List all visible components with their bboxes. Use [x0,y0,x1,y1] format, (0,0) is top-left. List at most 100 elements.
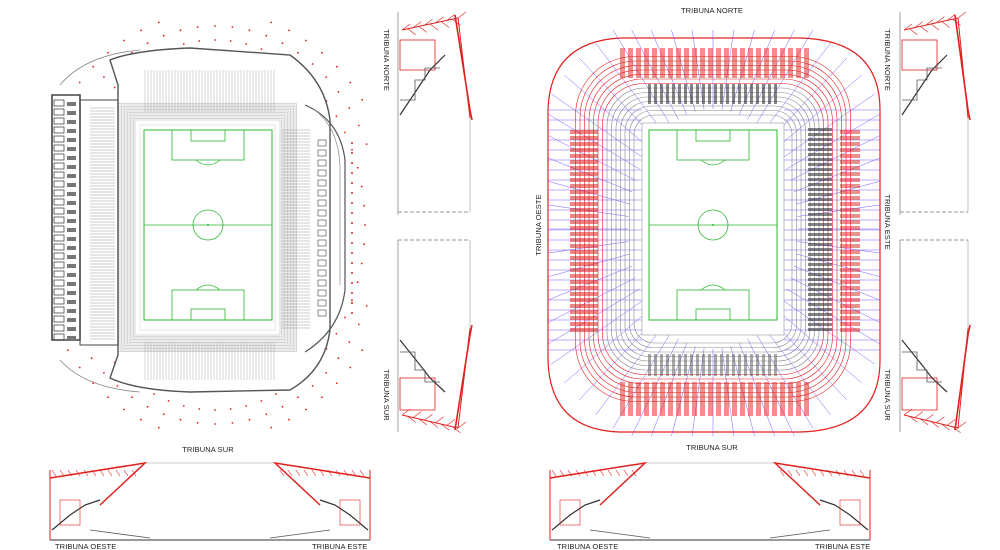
south-dark-seat-block [714,354,717,376]
roof-truss-member [303,469,309,477]
truss-member [413,411,422,418]
north-dark-seat-block [708,84,711,104]
roof-truss-member [843,469,849,477]
west-red-seat-row [570,220,598,224]
north-red-seat-block [772,48,777,78]
right-plan-label-west: TRIBUNA OESTE [534,194,543,255]
seating-row [131,116,284,339]
east-room [317,299,327,307]
room-fill [67,291,76,295]
perimeter-dot [335,65,338,68]
room-fill [67,156,76,160]
perimeter-dot [364,224,366,226]
south-red-seat-block [732,382,737,416]
east-red-seat-row [840,142,860,146]
roof-truss-member [795,469,801,477]
east-room [317,209,327,217]
perimeter-dot [157,426,160,429]
seating-row [128,113,287,342]
room-fill [67,210,76,214]
perimeter-dot [297,396,299,399]
room-fill [67,273,76,277]
south-dark-seat-block [702,354,705,376]
north-dark-seat-block [762,84,765,104]
north-red-seat-block [756,48,761,78]
north-red-seat-block [652,48,657,78]
radial-gridline [786,288,881,345]
north-dark-seat-block [714,84,717,104]
perimeter-dot [153,393,155,395]
west-red-seat-row [570,214,598,218]
right-elevation: TRIBUNA OESTE TRIBUNA ESTE [549,461,871,550]
roof-truss-member [859,469,865,477]
west-red-seat-row [570,190,598,194]
east-room [317,219,327,227]
west-red-seat-row [570,226,598,230]
roof-truss-member [91,469,97,477]
east-red-seat-row [840,154,860,158]
perimeter-dot [363,243,366,246]
east-red-seat-row [840,208,860,212]
east-red-seat-row [840,268,860,272]
south-dark-seat-block [762,354,765,376]
room-block [53,324,65,332]
truss-member [952,426,961,433]
east-room [317,179,327,187]
room-fill [67,327,76,331]
east-dark-seat-row [808,268,832,271]
east-room [317,199,327,207]
east-red-seat-row [840,226,860,230]
perimeter-dot [78,366,81,369]
perimeter-dot [297,51,299,54]
room-block [53,144,65,152]
radial-gridline [786,113,881,170]
east-dark-seat-row [808,128,832,131]
perimeter-dot [167,400,170,402]
roof-truss-member [51,469,57,477]
east-dark-seat-row [808,153,832,156]
south-red-seat-block [780,382,785,416]
roof-truss-member [287,469,293,477]
south-red-seat-block [660,382,665,416]
east-marker [351,282,353,284]
room-block [53,297,65,305]
perimeter-dot [196,26,199,28]
south-red-seat-block [796,382,801,416]
perimeter-dot [198,408,201,410]
east-dark-seat-row [808,308,832,311]
south-red-seat-block [740,382,745,416]
room-block [53,225,65,233]
perimeter-dot [107,51,109,54]
east-dark-seat-row [808,183,832,186]
east-red-seat-row [840,136,860,140]
room-block [53,153,65,161]
truss-member [920,418,929,426]
south-dark-seat-block [678,354,681,376]
perimeter-dot [107,396,109,399]
west-red-seat-row [570,202,598,206]
room-fill [67,264,76,268]
east-dark-seat-row [808,318,832,321]
truss-member [925,18,934,26]
south-dark-seat-block [750,354,753,376]
north-dark-seat-block [750,84,753,104]
room-block [53,99,65,107]
south-dark-seat-block [768,354,771,376]
truss-member [429,421,439,428]
east-dark-seat-row [808,298,832,301]
truss-member [429,23,439,31]
roof-truss-member [123,469,129,477]
east-marker [351,222,353,224]
perimeter-dot [231,26,234,28]
seating-row [134,119,281,336]
west-red-seat-row [570,256,598,260]
truss-member [407,416,416,423]
east-dark-seat-row [808,323,832,326]
east-dark-seat-row [808,233,832,236]
west-red-seat-row [570,310,598,314]
perimeter-dot [321,396,323,399]
east-red-seat-row [840,274,860,278]
east-red-seat-row [840,310,860,314]
seating-row [122,107,293,348]
